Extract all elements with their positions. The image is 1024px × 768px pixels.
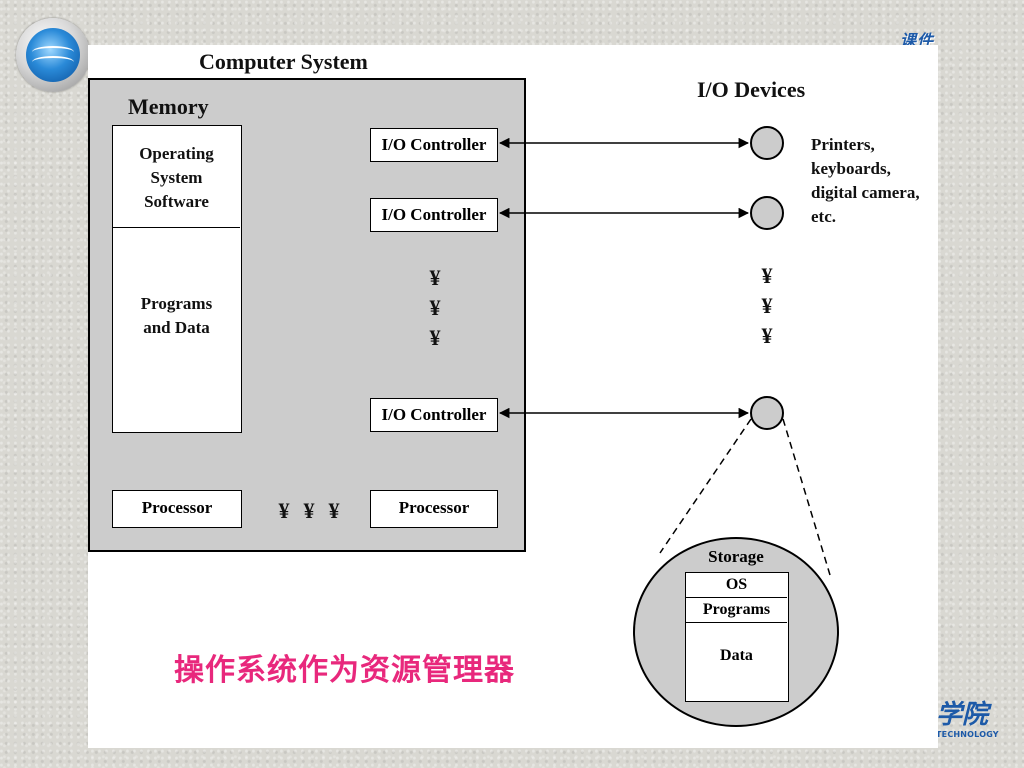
programs-line-1: Programs — [140, 294, 213, 313]
storage-programs: Programs — [686, 598, 787, 623]
storage-detail: Storage OS Programs Data — [633, 537, 839, 727]
memory-box: Operating System Software Programs and D… — [112, 125, 242, 433]
io-controller-2: I/O Controller — [370, 198, 498, 232]
io-devices-title: I/O Devices — [697, 77, 806, 102]
io-device-1 — [750, 126, 784, 160]
io-device-2 — [750, 196, 784, 230]
os-software-label: Operating System Software — [113, 142, 240, 214]
storage-box: OS Programs Data — [685, 572, 789, 702]
ellipsis-mark: ¥ — [761, 263, 773, 288]
os-line-2: System — [150, 168, 203, 187]
ellipsis-mark: ¥ — [278, 498, 290, 523]
memory-title: Memory — [128, 94, 209, 119]
slide-caption: 操作系统作为资源管理器 — [174, 653, 515, 688]
devices-line-4: etc. — [811, 207, 837, 226]
ellipsis-mark: ¥ — [429, 295, 441, 320]
ellipsis-mark: ¥ — [328, 498, 340, 523]
storage-os: OS — [686, 573, 787, 598]
io-controller-3: I/O Controller — [370, 398, 498, 432]
devices-line-2: keyboards, — [811, 159, 891, 178]
computer-system-box: Memory Operating System Software Program… — [88, 78, 526, 552]
ellipsis-mark: ¥ — [429, 265, 441, 290]
dashed-line-right — [782, 418, 831, 576]
bottom-logo-caption: TECHNOLOGY — [936, 730, 999, 739]
ellipsis-mark: ¥ — [303, 498, 315, 523]
os-line-1: Operating — [139, 144, 214, 163]
bottom-logo-glyph: 学院 — [936, 700, 989, 730]
logo-wave — [32, 46, 74, 58]
os-line-3: Software — [144, 192, 209, 211]
dashed-line-left — [659, 418, 752, 554]
connector-lines — [498, 137, 831, 576]
devices-line-3: digital camera, — [811, 183, 920, 202]
storage-title: Storage — [708, 547, 764, 566]
processor-1: Processor — [112, 490, 242, 528]
slide: Computer System Memory Operating System … — [88, 45, 938, 748]
computer-system-title: Computer System — [199, 49, 368, 74]
ellipsis-mark: ¥ — [761, 293, 773, 318]
memory-divider — [113, 227, 240, 228]
io-device-3 — [750, 396, 784, 430]
globe-icon — [26, 28, 80, 82]
programs-line-2: and Data — [143, 318, 210, 337]
io-controller-1: I/O Controller — [370, 128, 498, 162]
storage-data: Data — [720, 647, 753, 664]
ellipsis-mark: ¥ — [761, 323, 773, 348]
processor-2: Processor — [370, 490, 498, 528]
devices-line-1: Printers, — [811, 135, 875, 154]
bottom-logo: 学院 TECHNOLOGY — [936, 700, 1006, 750]
ellipsis-mark: ¥ — [429, 325, 441, 350]
school-logo — [16, 18, 90, 92]
programs-data-label: Programs and Data — [113, 292, 240, 340]
devices-description: Printers, keyboards, digital camera, etc… — [811, 133, 920, 229]
logo-wave — [32, 56, 74, 68]
